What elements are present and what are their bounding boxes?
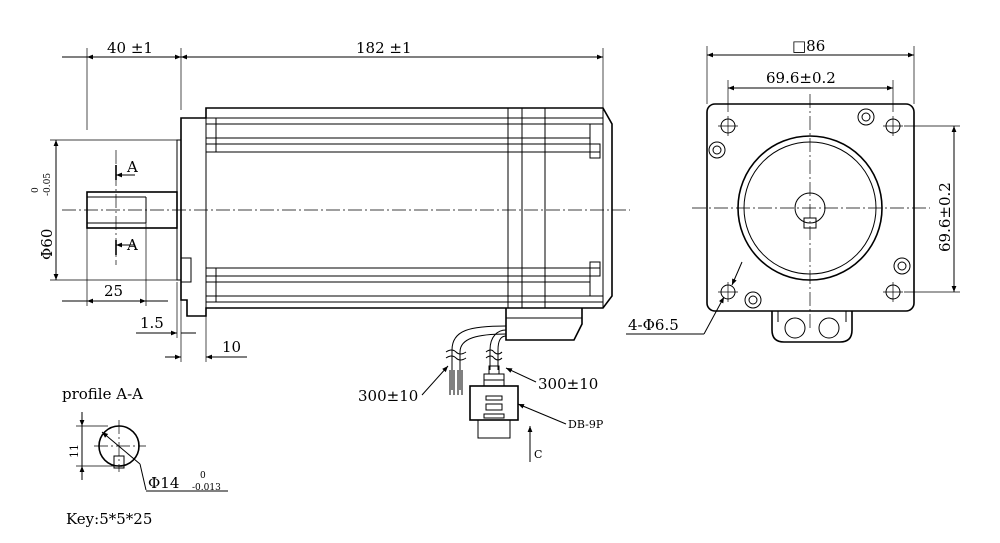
section-title: profile A-A xyxy=(62,385,143,403)
mount-hole-br xyxy=(883,282,903,302)
db9-connector xyxy=(469,385,519,421)
dim-hole-spacing-v: 69.6±0.2 xyxy=(936,182,954,252)
view-mark-c: C xyxy=(534,448,542,461)
cable-length-left: 300±10 xyxy=(358,387,418,405)
section-view: profile A-A 11 Φ14 0 -0.013 Key:5*5*25 xyxy=(62,385,228,528)
dim-square: □86 xyxy=(792,37,825,55)
motor-body-outline xyxy=(180,107,613,317)
dim-flange-gap: 1.5 xyxy=(140,314,164,332)
dim-section-diameter-tol-upper: 0 xyxy=(200,471,206,481)
dim-section-diameter: Φ14 xyxy=(148,474,179,492)
section-mark-bottom: A xyxy=(126,236,138,254)
connector-tab xyxy=(771,311,853,343)
dim-hole-spacing-h: 69.6±0.2 xyxy=(766,69,836,87)
flange-square xyxy=(706,103,915,312)
front-view: □86 69.6±0.2 69.6±0.2 xyxy=(626,37,960,343)
cable-outlet-box xyxy=(505,308,583,341)
side-view: 40 ±1 182 ±1 xyxy=(31,39,630,462)
dim-shaft-length: 40 ±1 xyxy=(107,39,153,57)
connector-label: DB-9P xyxy=(568,418,604,431)
mount-hole-tr xyxy=(883,116,903,136)
section-mark-top: A xyxy=(126,158,138,176)
dim-body-length: 182 ±1 xyxy=(356,39,412,57)
cable-length-right: 300±10 xyxy=(538,375,598,393)
dim-shaft-diameter-tol-upper: 0 xyxy=(31,187,41,193)
dim-key-length: 25 xyxy=(104,282,123,300)
key-spec: Key:5*5*25 xyxy=(66,510,152,528)
dim-key-height: 11 xyxy=(68,444,81,458)
mount-hole-bl xyxy=(718,282,738,302)
dim-section-diameter-tol-lower: -0.013 xyxy=(192,483,221,493)
dim-holes: 4-Φ6.5 xyxy=(628,316,679,334)
mount-hole-tl xyxy=(718,116,738,136)
dim-flange-thickness: 10 xyxy=(222,338,241,356)
dim-shaft-diameter: Φ60 xyxy=(38,229,56,260)
dim-shaft-diameter-tol-lower: -0.05 xyxy=(43,173,53,196)
